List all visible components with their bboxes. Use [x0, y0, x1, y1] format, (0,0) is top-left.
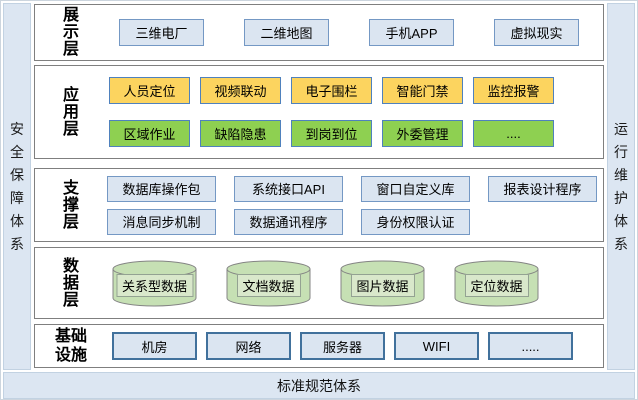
support-box: 数据库操作包 [107, 175, 216, 202]
infrastructure-box: WIFI [394, 332, 479, 360]
application-box: 区域作业 [109, 120, 190, 147]
presentation-box: 二维地图 [244, 19, 329, 46]
data-cylinder: 图片数据 [340, 260, 425, 307]
data-layer: 数据层 关系型数据 文档数据 [34, 247, 604, 319]
infrastructure-layer-label: 基础设施 [54, 328, 87, 364]
application-box: 到岗到位 [291, 120, 372, 147]
presentation-layer-label: 展示层 [62, 7, 79, 58]
support-box: 系统接口API [234, 175, 343, 202]
presentation-layer: 展示层 三维电厂 二维地图 手机APP 虚拟现实 [34, 4, 604, 61]
data-cylinder-label: 文档数据 [236, 273, 301, 297]
support-layer-label: 支撑层 [62, 179, 79, 231]
standards-system-bar: 标准规范体系 [3, 372, 635, 399]
support-box: 身份权限认证 [361, 208, 470, 235]
infrastructure-box: 网络 [206, 332, 291, 360]
application-box: 智能门禁 [382, 77, 463, 104]
support-box: 窗口自定义库 [361, 175, 470, 202]
infrastructure-box: 机房 [112, 332, 197, 360]
data-cylinder-label: 图片数据 [350, 273, 415, 297]
data-cylinder-label: 关系型数据 [115, 273, 194, 297]
application-box: 缺陷隐患 [200, 120, 281, 147]
application-box: 人员定位 [109, 77, 190, 104]
presentation-box: 手机APP [369, 19, 454, 46]
operations-system-bar: 运行维护体系 [607, 3, 635, 370]
data-cylinder: 关系型数据 [112, 260, 197, 307]
application-box: 监控报警 [473, 77, 554, 104]
presentation-box: 虚拟现实 [494, 19, 579, 46]
application-layer-label: 应用层 [62, 86, 79, 138]
security-system-bar: 安全保障体系 [3, 3, 31, 370]
data-cylinder: 定位数据 [454, 260, 539, 307]
application-box: 电子围栏 [291, 77, 372, 104]
infrastructure-box: 服务器 [300, 332, 385, 360]
operations-system-label: 运行维护体系 [614, 120, 628, 252]
standards-system-label: 标准规范体系 [277, 377, 361, 394]
support-box: 消息同步机制 [107, 208, 216, 235]
infrastructure-layer: 基础设施 机房 网络 服务器 WIFI ..... [34, 324, 604, 368]
data-cylinder-label: 定位数据 [464, 273, 529, 297]
support-box: 报表设计程序 [488, 175, 597, 202]
application-box: 外委管理 [382, 120, 463, 147]
support-box: 数据通讯程序 [234, 208, 343, 235]
application-box-ellipsis: .... [473, 120, 554, 147]
presentation-box: 三维电厂 [119, 19, 204, 46]
support-layer: 支撑层 数据库操作包 系统接口API 窗口自定义库 报表设计程序 消息同步机制 … [34, 168, 604, 242]
data-layer-label: 数据层 [62, 257, 79, 309]
application-layer: 应用层 人员定位 视频联动 电子围栏 智能门禁 监控报警 区域作业 缺陷隐患 到… [34, 65, 604, 159]
data-cylinder: 文档数据 [226, 260, 311, 307]
application-box: 视频联动 [200, 77, 281, 104]
infrastructure-box-ellipsis: ..... [488, 332, 573, 360]
security-system-label: 安全保障体系 [10, 120, 24, 252]
